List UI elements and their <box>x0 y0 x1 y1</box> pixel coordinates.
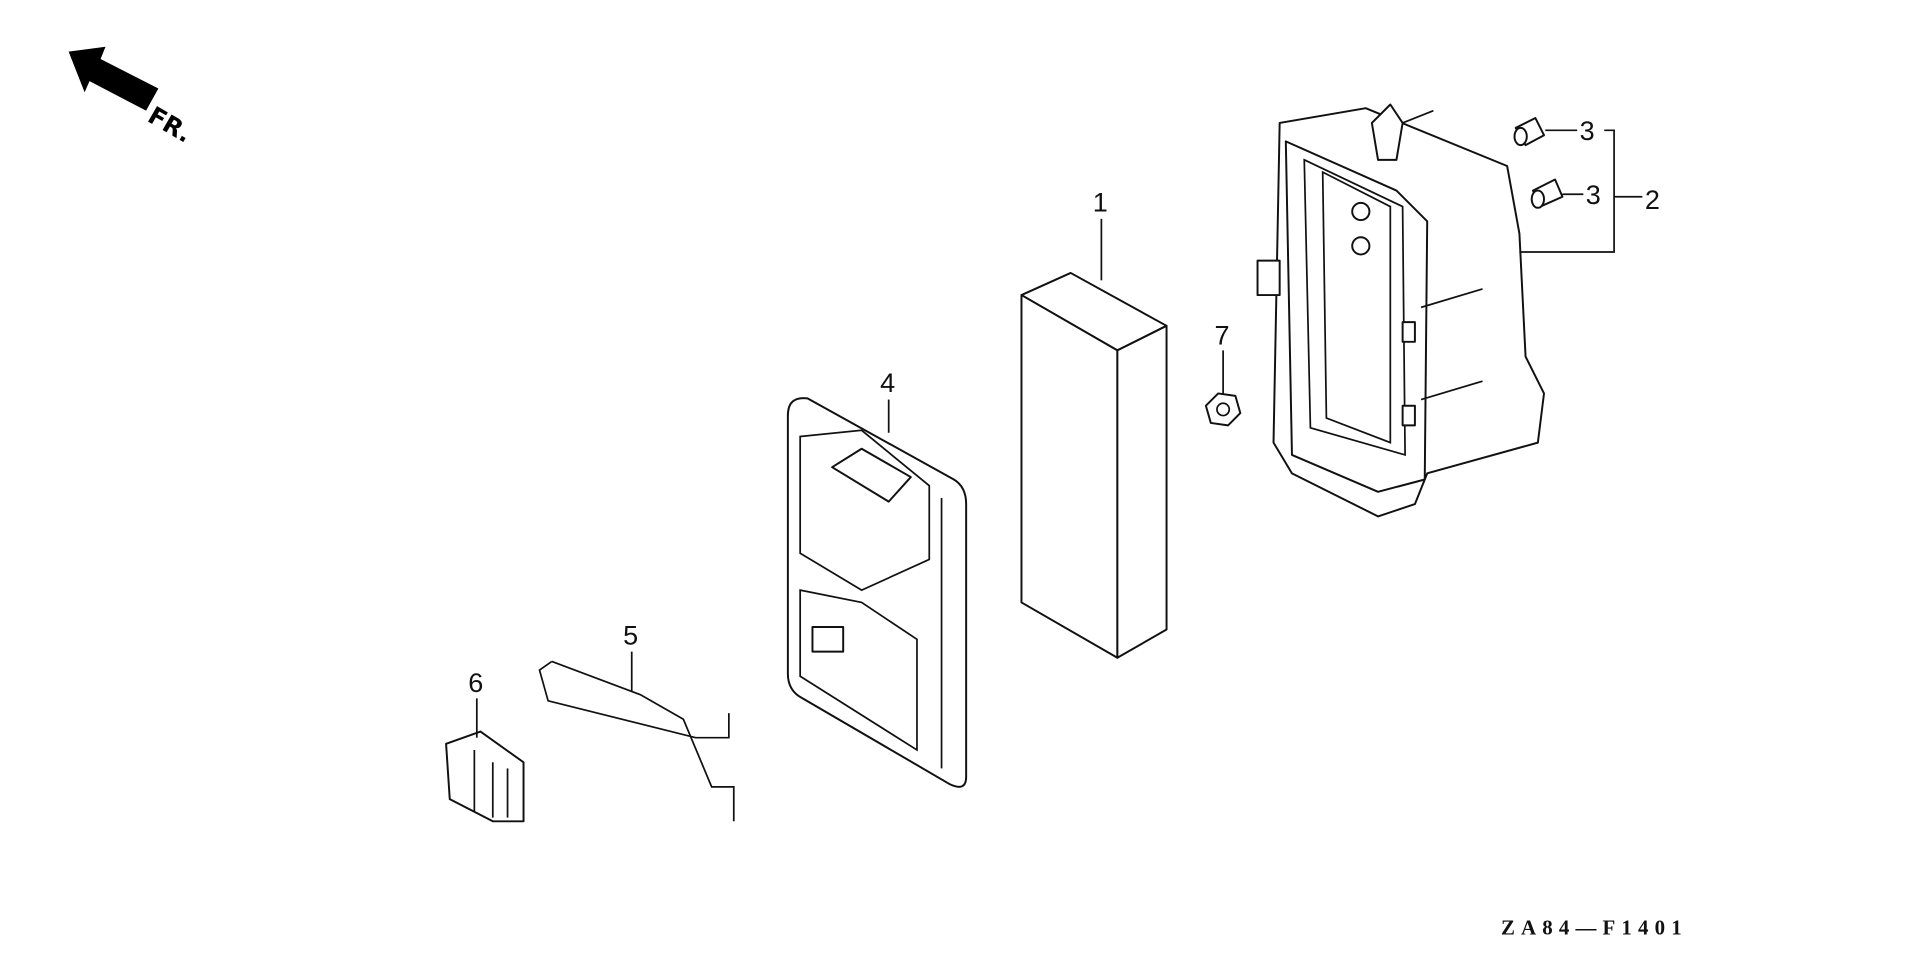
callout-7: 7 <box>1215 320 1230 350</box>
nut <box>1204 392 1242 427</box>
foam-element <box>1020 271 1168 659</box>
air-cleaner-cover <box>786 397 968 788</box>
callout-3b: 3 <box>1586 180 1601 210</box>
leader-lines <box>475 129 1643 738</box>
collar-parts <box>1513 117 1564 209</box>
callout-5: 5 <box>623 620 638 650</box>
callout-2: 2 <box>1645 185 1660 215</box>
air-cleaner-case <box>1256 103 1545 518</box>
callout-1: 1 <box>1093 187 1108 217</box>
callout-4: 4 <box>880 368 895 398</box>
clip <box>445 730 525 823</box>
callout-3a: 3 <box>1580 116 1595 146</box>
front-direction-arrow-icon: FR. <box>68 46 197 149</box>
direction-label: FR. <box>143 101 197 149</box>
wire-clip <box>538 660 735 822</box>
drawing-code: ZA84—F1401 <box>1501 915 1688 939</box>
callout-6: 6 <box>468 668 483 698</box>
